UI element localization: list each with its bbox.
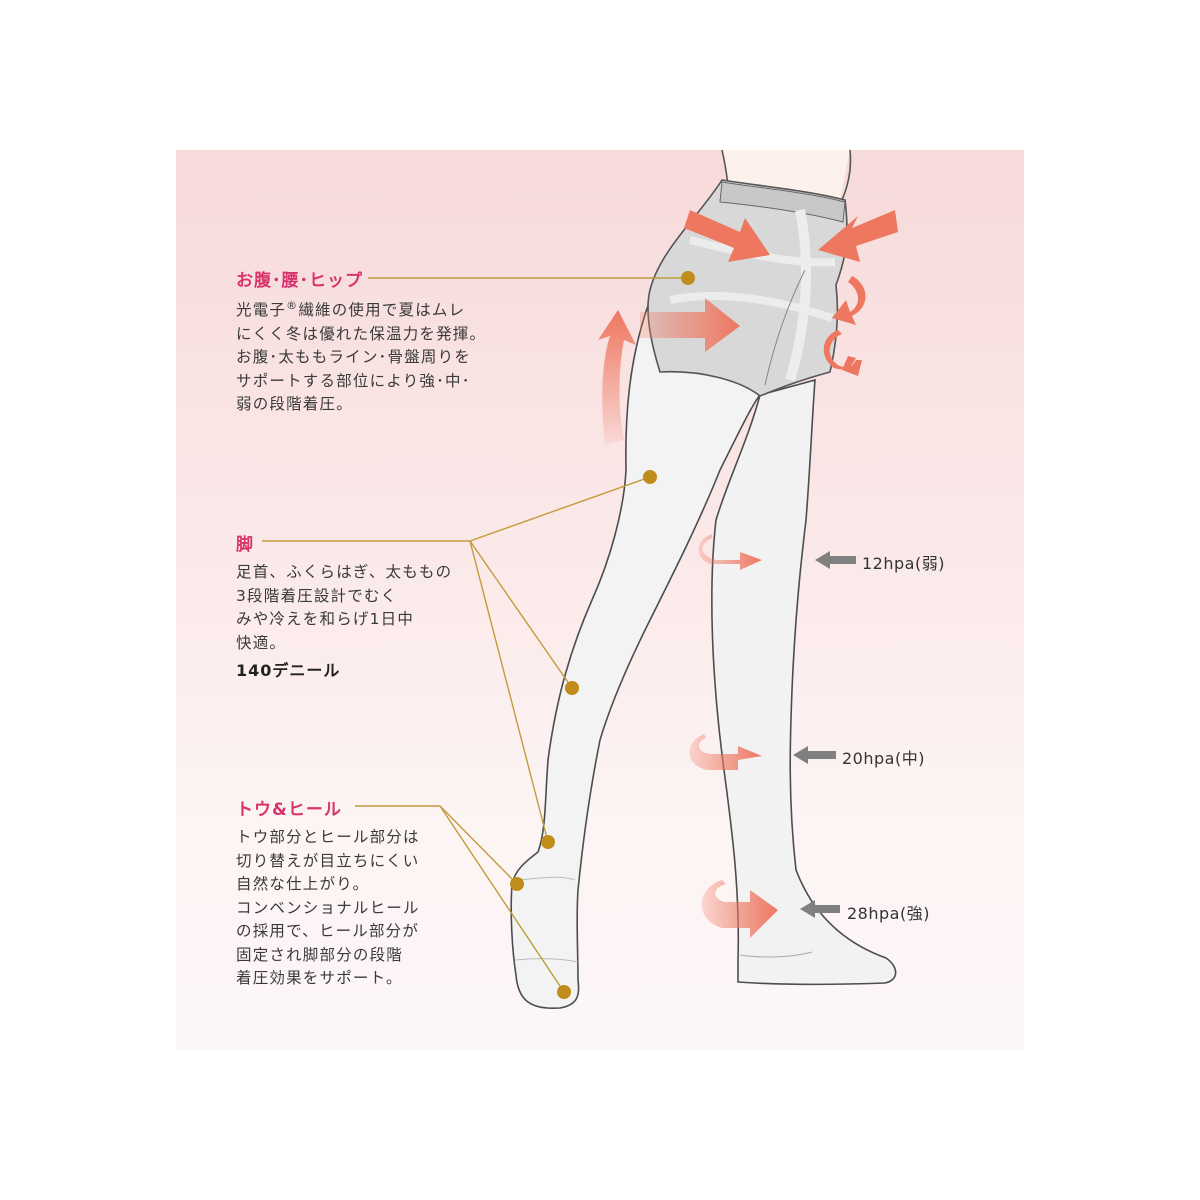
front-leg — [510, 298, 762, 1010]
arrow-curl-right-2 — [823, 330, 862, 376]
back-leg — [711, 378, 897, 986]
connector-lines — [262, 277, 688, 993]
leg-section-title: 脚 — [236, 535, 254, 555]
leg-arrow-1 — [698, 534, 762, 570]
arrow-up — [598, 310, 636, 445]
connector-dots — [510, 271, 695, 999]
pressure-arrows — [793, 551, 856, 918]
leg-section-body: 足首、ふくらはぎ、太ももの3段階着圧設計でむく みや冷えを和らげ1日中 快適。 — [236, 563, 453, 652]
waist-section-body: 光電子®繊維の使用で夏はムレ にくく冬は優れた保温力を発揮。 お腹･太ももライン… — [236, 294, 536, 417]
toe-heel-section-title: トウ&ヒール — [236, 800, 342, 820]
gray-arrow-3 — [800, 900, 840, 918]
waist-body-rest: 繊維の使用で夏はムレ にくく冬は優れた保温力を発揮。 お腹･太ももライン･骨盤周… — [236, 301, 487, 413]
pressure-label-weak: 12hpa(弱) — [862, 554, 945, 573]
waist-section-title: お腹･腰･ヒップ — [236, 271, 363, 291]
pressure-label-medium: 20hpa(中) — [842, 749, 925, 768]
pressure-label-strong: 28hpa(強) — [847, 904, 930, 923]
leg-arrow-3 — [701, 880, 778, 938]
leg-arrow-2 — [689, 734, 762, 770]
gray-arrow-1 — [815, 551, 856, 569]
arrow-curl-right-1 — [832, 276, 866, 325]
panty-section — [647, 179, 848, 397]
waist-body-prefix: 光電子 — [236, 301, 287, 319]
leg-arrows — [689, 534, 778, 938]
compression-arrows — [598, 210, 898, 445]
arrow-upper-right — [818, 210, 898, 262]
arrow-upper-left — [684, 210, 770, 262]
registered-mark: ® — [286, 299, 299, 312]
toe-heel-section-body: トウ部分とヒール部分は 切り替えが目立ちにくい 自然な仕上がり。 コンベンショナ… — [236, 828, 420, 987]
arrow-middle — [640, 298, 740, 352]
denier-label: 140デニール — [236, 661, 341, 680]
gray-arrow-2 — [793, 746, 836, 764]
